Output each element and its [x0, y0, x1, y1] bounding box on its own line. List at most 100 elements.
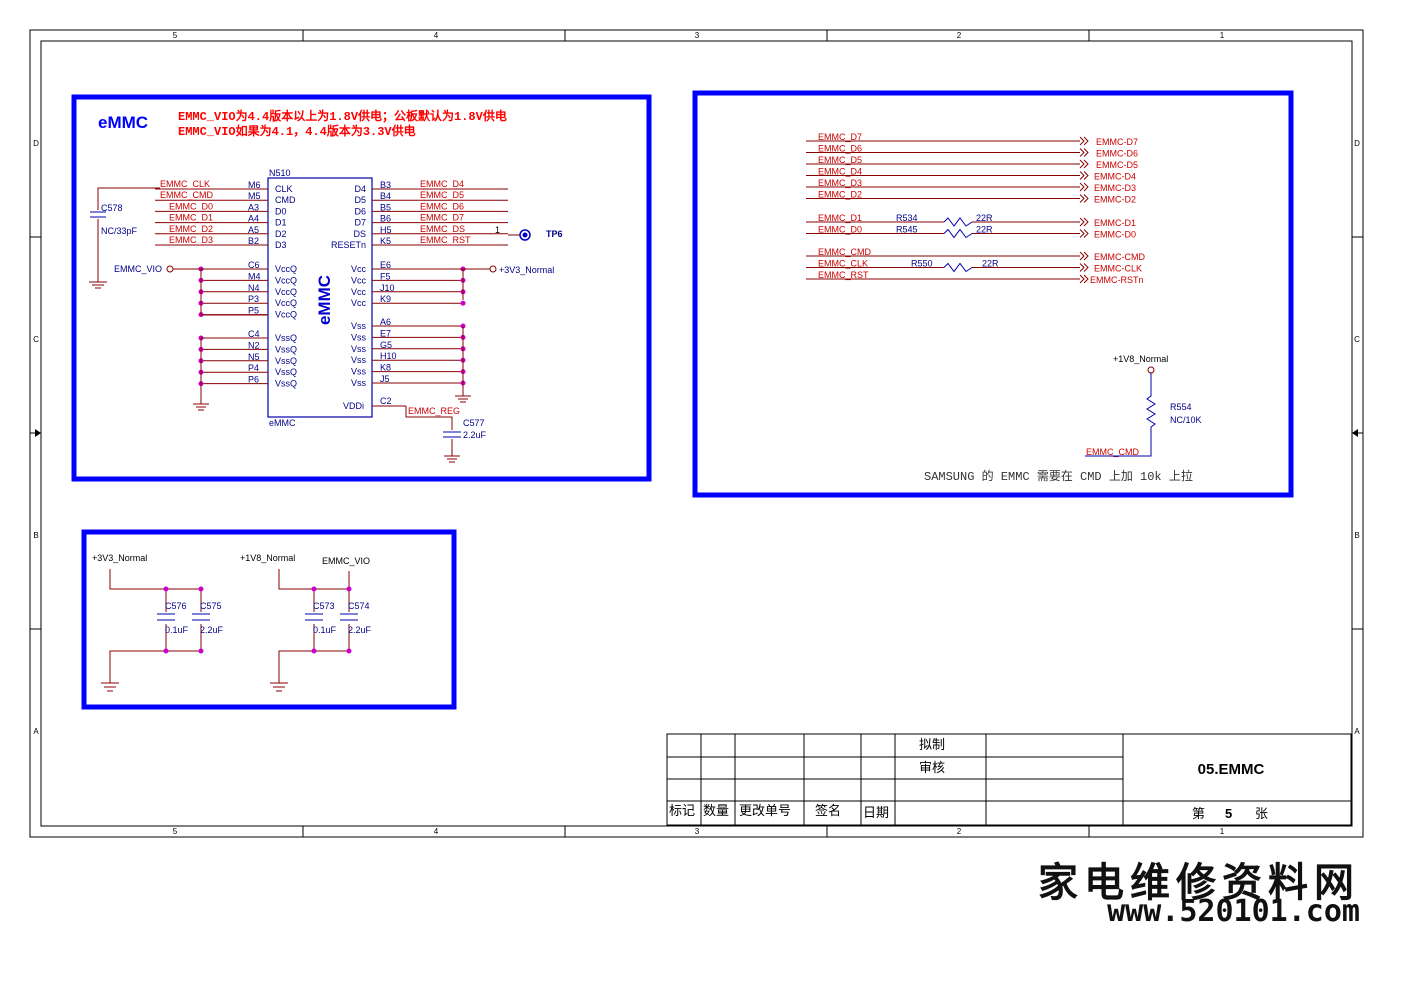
map-arrow: [1083, 194, 1089, 203]
map-left-net: EMMC_D3: [818, 178, 862, 188]
center-arrows: [35, 429, 1358, 437]
emmc-left-pin-name: D0: [275, 206, 287, 216]
emmc-vss-pin-name: Vss: [351, 321, 367, 331]
emmc-vss-pin-name: Vss: [351, 367, 367, 377]
map-left-net: EMMC_D6: [818, 144, 862, 154]
map-right-net: EMMC-D7: [1096, 137, 1138, 147]
emmc-vio-note-2: EMMC_VIO如果为4.1，4.4版本为3.3V供电: [178, 123, 416, 139]
zone-5-top: 5: [173, 31, 178, 40]
emmc-vcc-pin-name: Vcc: [351, 275, 367, 285]
map-right-net: EMMC-D5: [1096, 160, 1138, 170]
ctrl-left-net: EMMC_CLK: [818, 259, 868, 269]
zone-a-right: A: [1354, 727, 1360, 736]
res-arrow: [1079, 229, 1085, 238]
vddi-pin-name: VDDi: [343, 401, 364, 411]
tb-col-qty: 数量: [703, 803, 729, 818]
rail-1v8: +1V8_Normal: [240, 553, 295, 563]
rail-emmc-vio: EMMC_VIO: [322, 556, 370, 566]
map-left-net: EMMC_D2: [818, 190, 862, 200]
emmc-right-net: EMMC_D7: [420, 213, 464, 223]
tb-col-sign: 签名: [815, 803, 841, 818]
emmc-vss-ball: J5: [380, 374, 390, 384]
zone-3-top: 3: [695, 31, 700, 40]
map-arrow: [1079, 159, 1085, 169]
decoupling-block-frame: [81, 529, 457, 710]
map-right-net: EMMC-D4: [1094, 172, 1136, 182]
c577-ref: C577: [463, 418, 485, 428]
tp6-circle: [519, 229, 531, 241]
emmc-left-pin-name: D1: [275, 218, 287, 228]
res-arrow: [1083, 217, 1089, 227]
r554-resistor: [1085, 373, 1156, 457]
vccq-bus: [173, 268, 268, 316]
c576-value: 0.1uF: [165, 625, 189, 635]
emmc-right-ball: B6: [380, 214, 391, 224]
pullup-net: EMMC_CMD: [1086, 447, 1139, 457]
emmc-vssq-ball: P6: [248, 375, 259, 385]
res-zigzag: [943, 228, 973, 239]
emmc-vssq-pin-name: VssQ: [275, 344, 297, 354]
emmc-ic-block: eMMC EMMC_VIO为4.4版本以上为1.8V供电；公板默认为1.8V供电…: [71, 94, 652, 482]
ctrl-res-value: 22R: [982, 259, 999, 269]
emmc-vcc-pin-name: Vcc: [351, 287, 367, 297]
emmc-vccq-pin-name: VccQ: [275, 298, 297, 308]
ctrl-arrow: [1083, 263, 1089, 272]
emmc-right-ball: B5: [380, 202, 391, 212]
emmc-right-pin-name: D7: [354, 218, 366, 228]
emmc-left-ball: A3: [248, 202, 259, 212]
tb-title: 05.EMMC: [1198, 761, 1265, 778]
vssq-bus: [193, 337, 268, 411]
emmc-vccq-pin-name: VccQ: [275, 287, 297, 297]
zone-d-right: D: [1354, 139, 1360, 148]
c578-value: NC/33pF: [101, 226, 138, 236]
zone-a-left: A: [33, 727, 39, 736]
emmc-right-ball: B3: [380, 180, 391, 190]
emmc-vio-port: [166, 265, 174, 273]
res-ref: R534: [896, 213, 918, 223]
emmc-vss-ball: G5: [380, 340, 392, 350]
emmc-vcc-ball: E6: [380, 260, 391, 270]
emmc-block-frame: [71, 94, 652, 482]
emmc-left-net: EMMC_D3: [169, 235, 213, 245]
ctrl-res-ref: R550: [911, 259, 933, 269]
emmc-vccq-pin-name: VccQ: [275, 264, 297, 274]
c574-value: 2.2uF: [348, 625, 372, 635]
map-right-net: EMMC-D6: [1096, 149, 1138, 159]
emmc-vccq-ball: C6: [248, 260, 260, 270]
c578-ref: C578: [101, 203, 123, 213]
emmc-vcc-ball: J10: [380, 283, 395, 293]
tb-sheet-no: 5: [1225, 806, 1232, 821]
emmc-left-net: EMMC_D1: [169, 213, 213, 223]
map-arrow: [1083, 136, 1089, 146]
emmc-reg-net: EMMC_REG: [408, 406, 460, 416]
emmc-vss-pin-name: Vss: [351, 378, 367, 388]
ctrl-arrow: [1083, 274, 1089, 284]
res-ref: R545: [896, 225, 918, 235]
res-zigzag: [943, 217, 973, 227]
res-right-net: EMMC-D0: [1094, 230, 1136, 240]
tp6-pin: 1: [495, 225, 500, 235]
decoup-plates: [157, 613, 358, 621]
emmc-vss-pin-name: Vss: [351, 332, 367, 342]
emmc-vcc-pin-name: Vcc: [351, 264, 367, 274]
zone-b-left: B: [33, 531, 38, 540]
watermark-chinese: 家电维修资料网: [1038, 859, 1360, 906]
ctrl-left-net: EMMC_CMD: [818, 247, 871, 257]
emmc-left-pin-name: CMD: [275, 195, 296, 205]
ctrl-left-net: EMMC_RST: [818, 270, 869, 280]
emmc-right-net: EMMC_DS: [420, 224, 465, 234]
ctrl-arrow: [1079, 274, 1085, 284]
emmc-reg-wire: [405, 406, 453, 430]
emmc-left-ball: B2: [248, 236, 259, 246]
pullup-rail: +1V8_Normal: [1113, 354, 1168, 364]
c575-ref: C575: [200, 601, 222, 611]
tp6-dot: [522, 232, 528, 238]
emmc-right-pin-name: D6: [354, 206, 366, 216]
zone-5-bottom: 5: [173, 827, 178, 836]
emmc-vccq-ball: P5: [248, 306, 259, 316]
emmc-left-net: EMMC_CLK: [160, 179, 210, 189]
